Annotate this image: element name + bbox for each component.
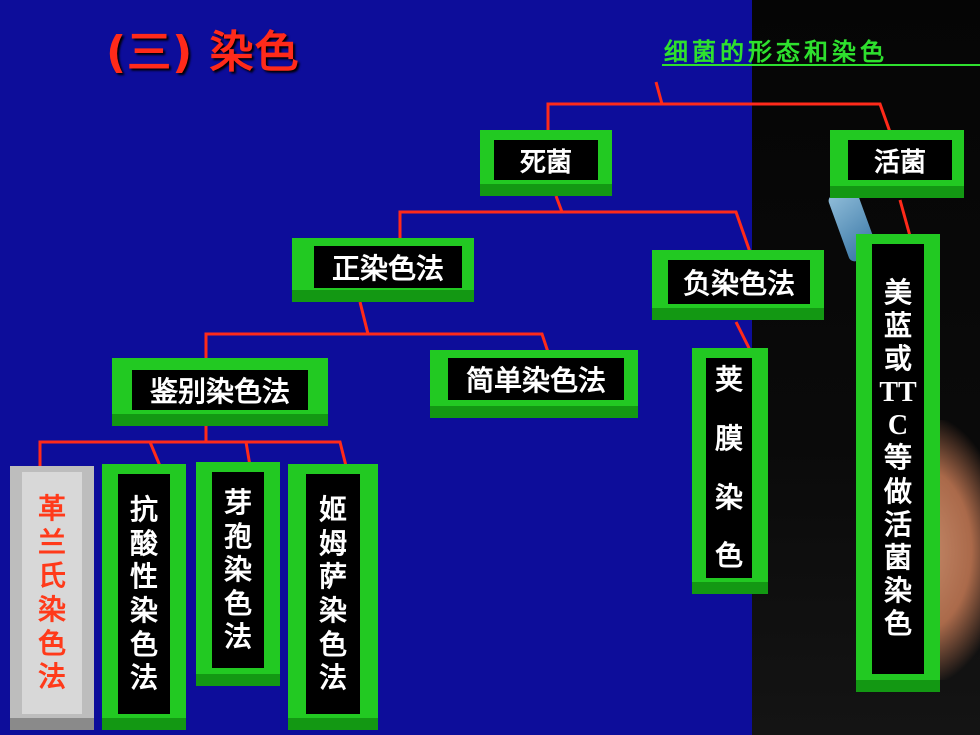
node-gram-staining: 革 兰 氏 染 色 法 <box>10 466 94 730</box>
node-acidfast-label: 抗 酸 性 染 色 法 <box>118 474 170 714</box>
node-methylene-label: 美 蓝 或 TT C 等 做 活 菌 染 色 <box>872 244 924 674</box>
node-dead-label: 死菌 <box>494 140 598 180</box>
node-negative-label: 负染色法 <box>668 260 810 304</box>
node-positive-label: 正染色法 <box>314 246 462 288</box>
node-simple-staining: 简单染色法 <box>430 350 638 418</box>
node-differential-label: 鉴别染色法 <box>132 370 308 410</box>
node-gram-label: 革 兰 氏 染 色 法 <box>22 472 82 714</box>
node-giemsa-staining: 姬 姆 萨 染 色 法 <box>288 464 378 730</box>
slide-title: (三) 染色 <box>106 27 300 78</box>
node-live-label: 活菌 <box>848 140 952 180</box>
node-positive-staining: 正染色法 <box>292 238 474 302</box>
node-spore-label: 芽 孢 染 色 法 <box>212 472 264 668</box>
node-spore-staining: 芽 孢 染 色 法 <box>196 462 280 686</box>
subtitle-underline <box>662 64 980 66</box>
node-simple-label: 简单染色法 <box>448 358 624 400</box>
node-negative-staining: 负染色法 <box>652 250 824 320</box>
node-giemsa-label: 姬 姆 萨 染 色 法 <box>306 474 360 714</box>
node-methylene-staining: 美 蓝 或 TT C 等 做 活 菌 染 色 <box>856 234 940 692</box>
node-capsule-staining: 荚 膜 染 色 <box>692 348 768 594</box>
node-acidfast-staining: 抗 酸 性 染 色 法 <box>102 464 186 730</box>
node-dead-bacteria: 死菌 <box>480 130 612 196</box>
node-live-bacteria: 活菌 <box>830 130 964 198</box>
slide-subtitle: 细菌的形态和染色 <box>664 38 888 66</box>
node-differential-staining: 鉴别染色法 <box>112 358 328 426</box>
node-capsule-label: 荚 膜 染 色 <box>706 358 752 578</box>
